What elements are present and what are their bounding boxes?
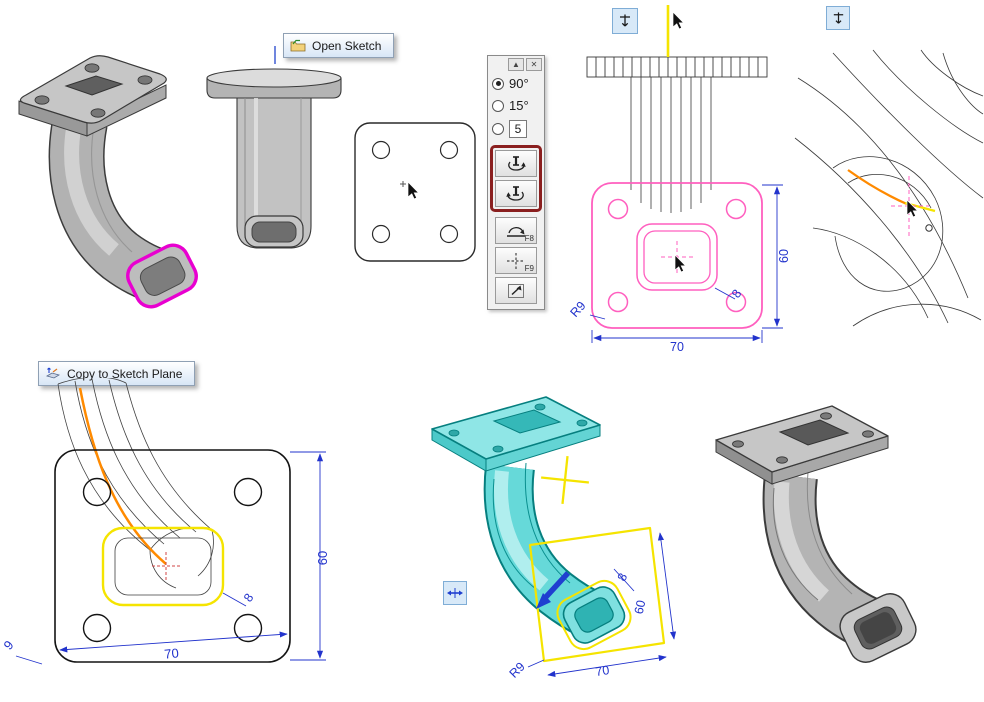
iso-view-part-final <box>715 405 917 663</box>
custom-angle-input[interactable]: 5 <box>509 120 527 138</box>
dim-offset-8: 8 <box>241 591 256 605</box>
anchor-icon <box>833 11 843 24</box>
dim-radius-r9: R9 <box>507 660 528 681</box>
flip-sketch-button[interactable]: F8 <box>495 217 537 244</box>
dashed-cross-icon <box>507 252 525 269</box>
dim-offset-8: 8 <box>729 287 744 301</box>
open-sketch-label: Open Sketch <box>312 38 382 53</box>
cursor-icon <box>672 11 685 30</box>
f9-label: F9 <box>524 264 534 273</box>
rotate-ccw-icon <box>508 155 526 171</box>
rotation-toolbar: ▲ ✕ 90° 15° 5 <box>487 55 545 310</box>
inner-wall-wireframe <box>114 537 212 596</box>
dim-width-70: 70 <box>594 663 610 679</box>
yellow-end-profile <box>556 579 632 651</box>
top-view-sketch-panel: 60 70 8 R9 <box>567 5 791 354</box>
cursor-icon <box>400 181 420 200</box>
dim-radius-partial: 9 <box>0 638 16 653</box>
open-sketch-icon <box>290 39 306 52</box>
tube-wireframe-curves <box>57 378 214 589</box>
dim-height-60: 60 <box>777 249 791 263</box>
cyan-end-cap <box>562 586 626 644</box>
cursor-icon <box>674 254 687 273</box>
rotate-sketch-ccw-button[interactable] <box>495 150 537 177</box>
dimension-lines <box>527 532 677 677</box>
dim-height-60: 60 <box>632 599 649 616</box>
red-highlight-annotation <box>490 145 542 212</box>
expand-button[interactable] <box>495 277 537 304</box>
front-view-part <box>206 46 342 249</box>
highlighted-part-view: 8 60 70 R9 <box>431 396 677 681</box>
open-sketch-tooltip[interactable]: Open Sketch <box>283 33 395 58</box>
yellow-copied-profile <box>101 526 225 607</box>
dimension-lines <box>589 184 783 343</box>
iso-view-part-initial <box>18 55 198 309</box>
flange <box>18 55 167 137</box>
orange-spline <box>847 169 910 207</box>
angle-option-custom[interactable]: 5 <box>490 118 542 140</box>
flange <box>715 405 889 485</box>
blue-direction-arrow <box>536 571 571 609</box>
dim-width-70: 70 <box>164 645 180 661</box>
sketch-plate-view <box>354 122 476 262</box>
collapse-button[interactable]: ▲ <box>508 58 524 71</box>
flip-arc-icon <box>507 226 525 237</box>
endpoint-circle <box>925 224 933 232</box>
dim-height-60: 60 <box>315 551 330 565</box>
f8-label: F8 <box>524 234 534 243</box>
anchor-icon-button[interactable] <box>826 6 850 30</box>
cyan-flange <box>431 396 601 472</box>
radio-90[interactable] <box>492 77 504 90</box>
wireframe-curves <box>794 49 984 327</box>
anchor-icon <box>620 14 630 27</box>
copied-sketch-view: 60 70 8 9 <box>0 378 330 665</box>
expand-diagonal-icon <box>508 283 524 298</box>
radio-custom[interactable] <box>492 123 504 135</box>
angle-option-15[interactable]: 15° <box>490 96 542 115</box>
rotate-sketch-cw-button[interactable] <box>495 180 537 207</box>
copy-to-sketch-plane-label: Copy to Sketch Plane <box>67 366 183 381</box>
angle-option-90[interactable]: 90° <box>490 74 542 93</box>
toolbar-header: ▲ ✕ <box>490 58 542 71</box>
copy-to-sketch-plane-tooltip[interactable]: Copy to Sketch Plane <box>38 361 196 386</box>
dimension-lines <box>15 451 326 665</box>
copy-to-sketch-plane-icon <box>46 367 60 378</box>
angle-15-label: 15° <box>509 98 529 113</box>
move-handle-button[interactable] <box>443 581 467 605</box>
rotate-plane-button[interactable]: F9 <box>495 247 537 274</box>
anchor-icon-button[interactable] <box>612 8 638 34</box>
tube-wireframe-lines <box>630 77 712 213</box>
flange-edge-wireframe <box>586 56 768 78</box>
cursor-icon <box>906 199 919 218</box>
dim-offset-8: 8 <box>615 571 631 584</box>
orange-spline <box>78 387 167 565</box>
angle-90-label: 90° <box>509 76 529 91</box>
yellow-crosshair <box>541 456 589 504</box>
dim-radius-r9: R9 <box>567 299 588 320</box>
rotate-cw-icon <box>506 185 524 201</box>
tube-body <box>762 471 887 652</box>
zoomed-wireframe-view <box>794 49 984 327</box>
dim-width-70: 70 <box>670 340 684 354</box>
radio-15[interactable] <box>492 99 504 112</box>
selected-end-profile <box>126 243 198 309</box>
horizontal-arrows-icon <box>447 588 463 598</box>
yellow-sketch-plane <box>528 526 666 663</box>
pink-sketch <box>591 182 763 329</box>
close-button[interactable]: ✕ <box>526 58 542 71</box>
end-cap <box>839 593 917 663</box>
